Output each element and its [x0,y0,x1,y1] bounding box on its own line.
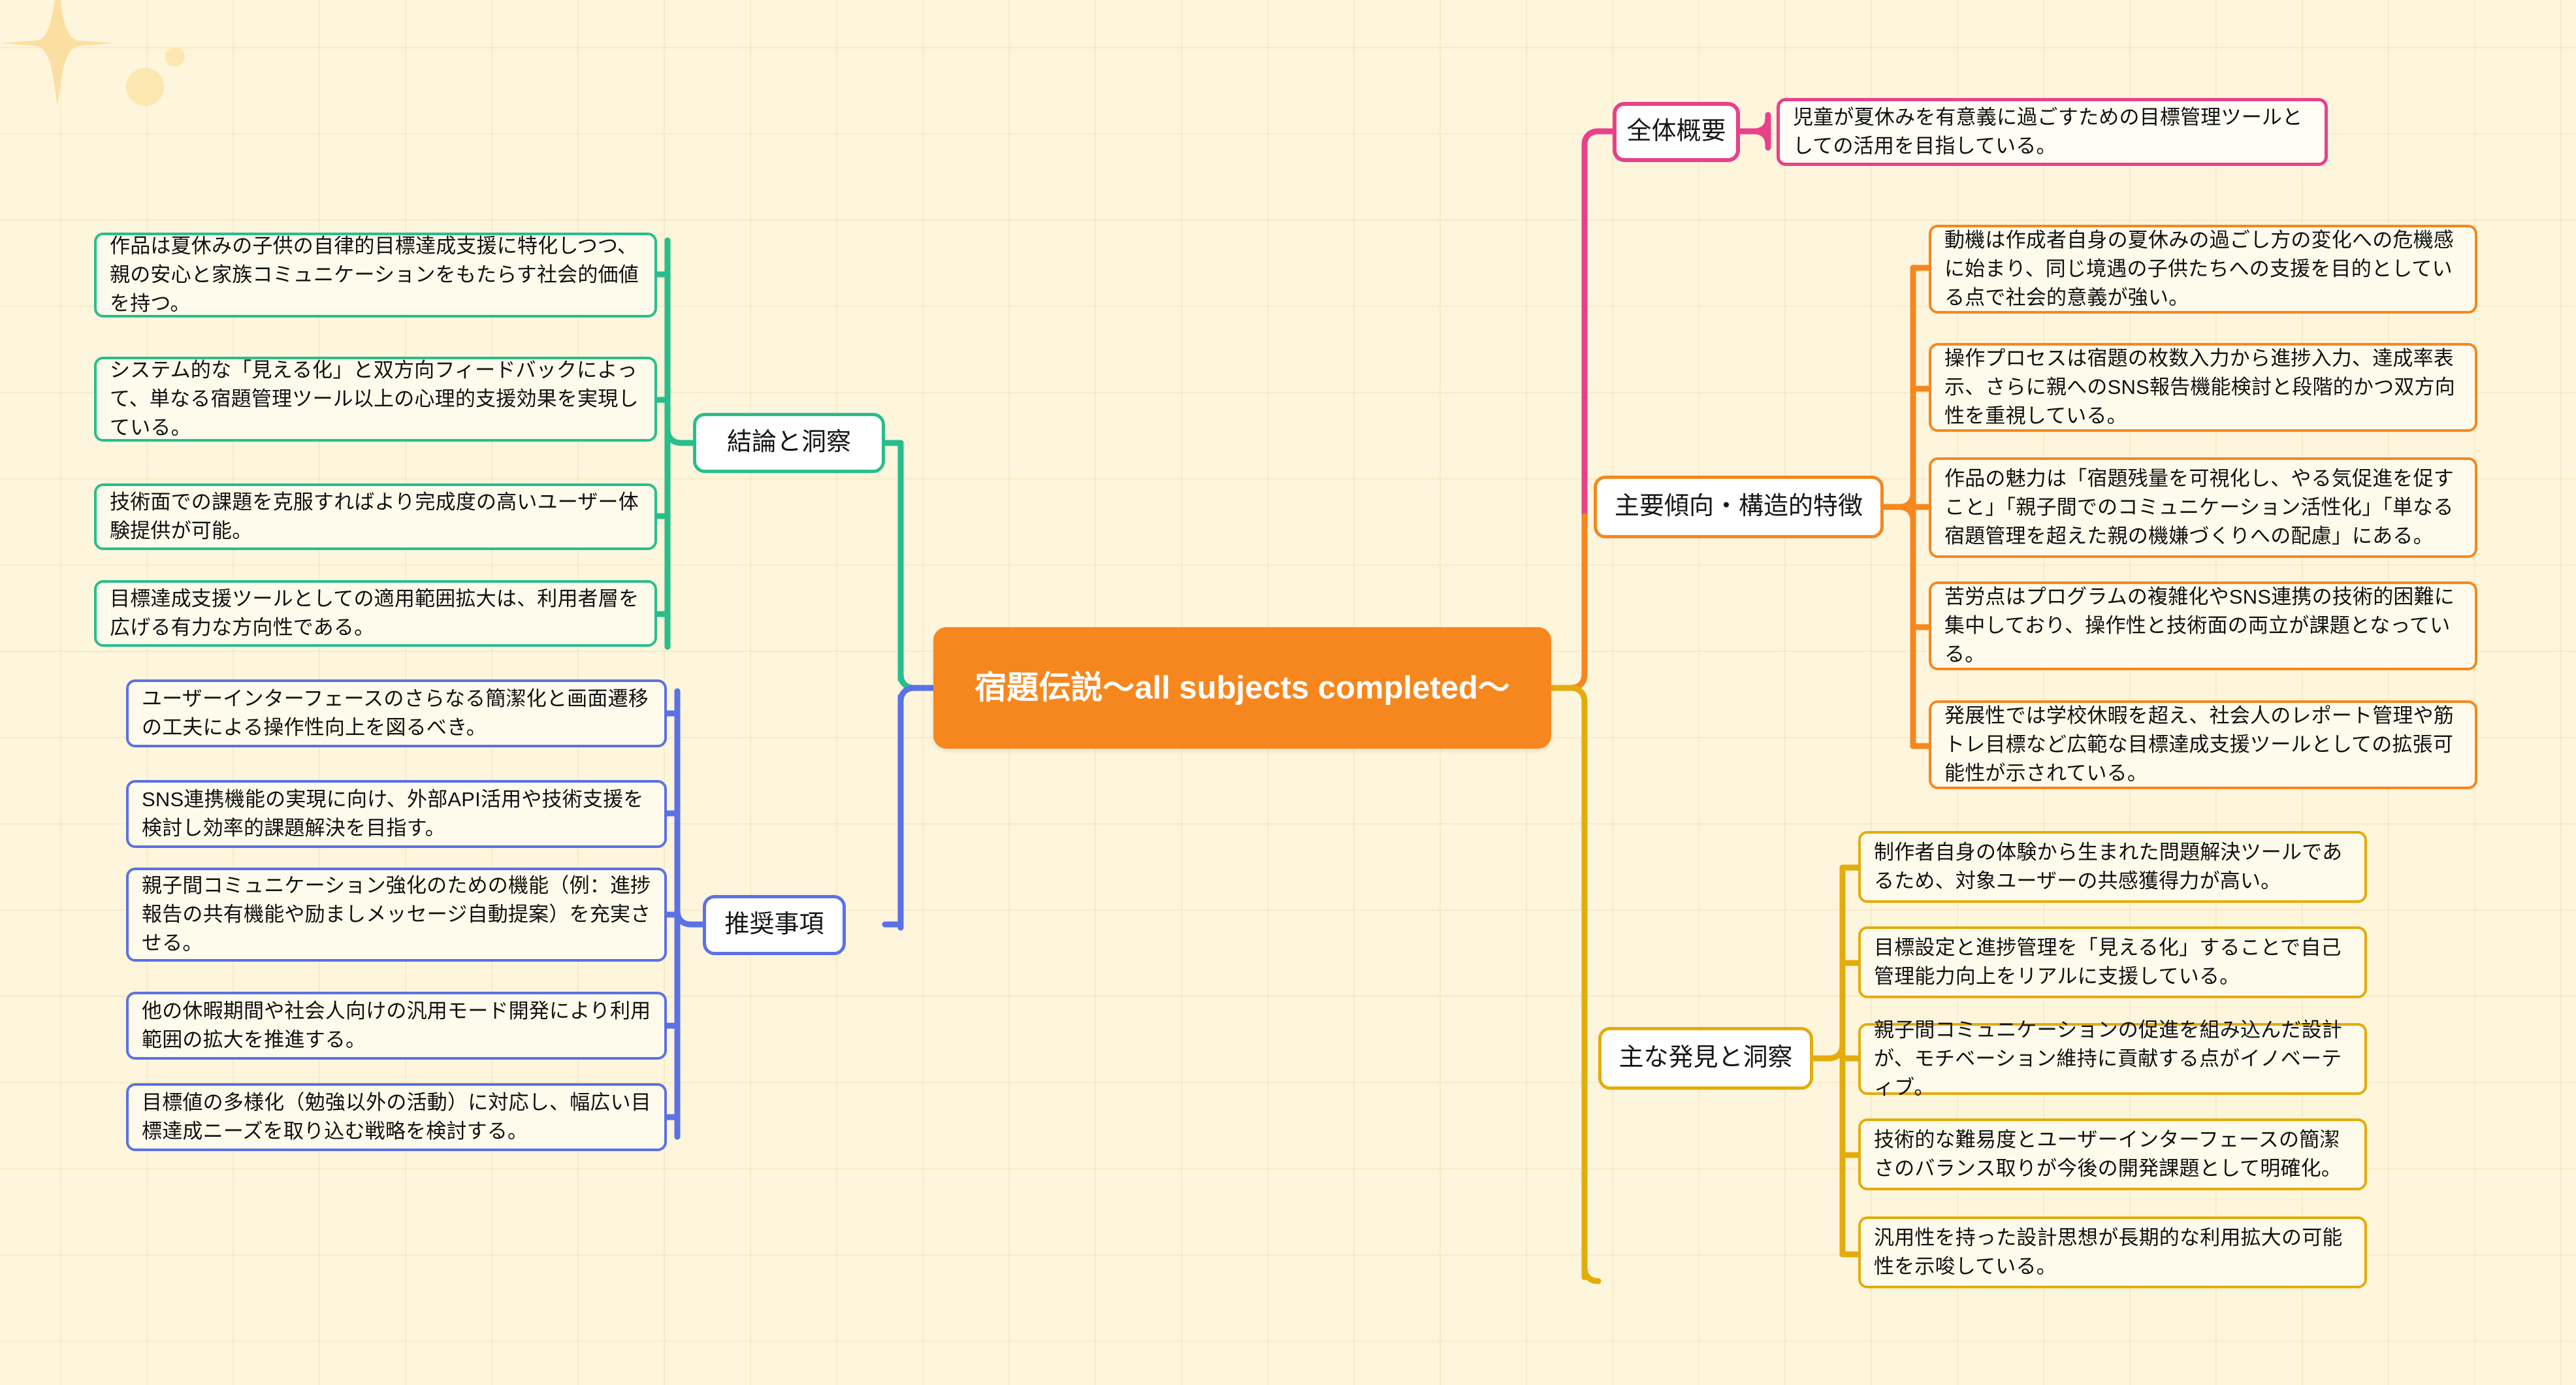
branch-label-overview: 全体概要 [1626,118,1726,146]
leaf-key-trends-1[interactable]: 動機は作成者自身の夏休みの過ごし方の変化への危機感に始まり、同じ境遇の子供たちへ… [1929,225,2477,314]
leaf-text: 作品は夏休みの子供の自律的目標達成支援に特化しつつ、親の安心と家族コミュニケーシ… [110,234,639,316]
branch-chip-conclusions[interactable]: 結論と洞察 [693,413,885,473]
root-label: 宿題伝説〜all subjects completed〜 [974,670,1510,706]
leaf-text: 目標値の多様化（勉強以外の活動）に対応し、幅広い目標達成ニーズを取り込む戦略を検… [142,1090,651,1143]
leaf-key-trends-4[interactable]: 苦労点はプログラムの複雑化やSNS連携の技術的困難に集中しており、操作性と技術面… [1929,581,2477,670]
leaf-text: 汎用性を持った設計思想が長期的な利用拡大の可能性を示唆している。 [1874,1226,2343,1278]
leaf-recommendations-1[interactable]: ユーザーインターフェースのさらなる簡潔化と画面遷移の工夫による操作性向上を図るべ… [126,679,667,747]
leaf-text: 作品の魅力は「宿題残量を可視化し、やる気促進を促すこと」「親子間でのコミュニケー… [1944,466,2454,548]
trunk-keyfindings-yellow [1548,685,1602,1284]
leaf-key-findings-3[interactable]: 親子間コミュニケーションの促進を組み込んだ設計が、モチベーション維持に貢献する点… [1858,1018,2367,1099]
leaf-text: 動機は作成者自身の夏休みの過ごし方の変化への危機感に始まり、同じ境遇の子供たちへ… [1944,228,2454,310]
leaf-text: ユーザーインターフェースのさらなる簡潔化と画面遷移の工夫による操作性向上を図るべ… [142,687,649,739]
branch-overview-pink [1737,113,1771,150]
leaf-text: 目標設定と進捗管理を「見える化」することで自己管理能力向上をリアルに支援している… [1874,936,2342,988]
leaf-text: 発展性では学校休暇を超え、社会人のレポート管理や筋トレ目標など広範な目標達成支援… [1944,704,2454,785]
leaf-key-findings-5[interactable]: 汎用性を持った設計思想が長期的な利用拡大の可能性を示唆している。 [1858,1216,2367,1288]
branch-chip-overview[interactable]: 全体概要 [1613,102,1740,162]
leaf-text: 制作者自身の体験から生まれた問題解決ツールであるため、対象ユーザーの共感獲得力が… [1874,840,2343,892]
leaf-text: 苦労点はプログラムの複雑化やSNS連携の技術的困難に集中しており、操作性と技術面… [1944,585,2455,666]
leaf-text: 技術面での課題を克服すればより完成度の高いユーザー体験提供が可能。 [110,490,639,542]
spine-keytrends-orange [1880,266,1916,748]
root-node[interactable]: 宿題伝説〜all subjects completed〜 [933,627,1551,749]
branch-label-key-findings: 主な発見と洞察 [1618,1044,1793,1072]
leaf-key-findings-1[interactable]: 制作者自身の体験から生まれた問題解決ツールであるため、対象ユーザーの共感獲得力が… [1858,831,2367,903]
leaf-key-findings-4[interactable]: 技術的な難易度とユーザーインターフェースの簡潔さのバランス取りが今後の開発課題と… [1858,1118,2367,1190]
leaf-text: 目標達成支援ツールとしての適用範囲拡大は、利用者層を広げる有力な方向性である。 [110,587,639,639]
leaf-recommendations-3[interactable]: 親子間コミュニケーション強化のための機能（例：進捗報告の共有機能や励ましメッセー… [126,868,667,962]
spine-conclusions-green [664,238,696,446]
leaf-text: 児童が夏休みを有意義に過ごすための目標管理ツールとしての活用を目指している。 [1793,105,2303,157]
leaf-text: システム的な「見える化」と双方向フィードバックによって、単なる宿題管理ツール以上… [110,358,639,440]
leaf-conclusions-3[interactable]: 技術面での課題を克服すればより完成度の高いユーザー体験提供が可能。 [94,483,657,550]
leaf-text: SNS連携機能の実現に向け、外部API活用や技術支援を検討し効率的課題解決を目指… [142,787,644,839]
branch-chip-key-trends[interactable]: 主要傾向・構造的特徴 [1594,476,1884,538]
branch-label-conclusions: 結論と洞察 [726,429,851,457]
spine-keyfindings-yellow [1810,866,1846,1062]
leaf-text: 操作プロセスは宿題の枚数入力から進捗入力、達成率表示、さらに親へのSNS報告機能… [1944,346,2455,428]
leaf-key-trends-3[interactable]: 作品の魅力は「宿題残量を可視化し、やる気促進を促すこと」「親子間でのコミュニケー… [1929,457,2477,558]
branch-chip-recommendations[interactable]: 推奨事項 [703,895,846,955]
spine-recommendations-blue [674,689,706,928]
trunk-recommendations-blue [897,685,937,928]
trunk-keytrends-orange [1548,513,1588,691]
leaf-text: 他の休暇期間や社会人向けの汎用モード開発により利用範囲の拡大を推進する。 [142,999,651,1051]
leaf-recommendations-2[interactable]: SNS連携機能の実現に向け、外部API活用や技術支援を検討し効率的課題解決を目指… [126,780,667,848]
leaf-recommendations-4[interactable]: 他の休暇期間や社会人向けの汎用モード開発により利用範囲の拡大を推進する。 [126,992,667,1060]
branch-label-recommendations: 推奨事項 [724,911,824,939]
trunk-conclusions-green [897,441,937,691]
leaf-conclusions-4[interactable]: 目標達成支援ツールとしての適用範囲拡大は、利用者層を広げる有力な方向性である。 [94,580,657,647]
leaf-overview-1[interactable]: 児童が夏休みを有意義に過ごすための目標管理ツールとしての活用を目指している。 [1777,98,2328,166]
leaf-key-trends-5[interactable]: 発展性では学校休暇を超え、社会人のレポート管理や筋トレ目標など広範な目標達成支援… [1929,700,2477,789]
leaf-conclusions-2[interactable]: システム的な「見える化」と双方向フィードバックによって、単なる宿題管理ツール以上… [94,357,657,442]
leaf-recommendations-5[interactable]: 目標値の多様化（勉強以外の活動）に対応し、幅広い目標達成ニーズを取り込む戦略を検… [126,1083,667,1151]
leaf-key-trends-2[interactable]: 操作プロセスは宿題の枚数入力から進捗入力、達成率表示、さらに親へのSNS報告機能… [1929,343,2477,432]
branch-label-key-trends: 主要傾向・構造的特徴 [1614,493,1863,521]
leaf-text: 技術的な難易度とユーザーインターフェースの簡潔さのバランス取りが今後の開発課題と… [1874,1128,2342,1180]
leaf-key-findings-2[interactable]: 目標設定と進捗管理を「見える化」することで自己管理能力向上をリアルに支援している… [1858,926,2367,998]
leaf-conclusions-1[interactable]: 作品は夏休みの子供の自律的目標達成支援に特化しつつ、親の安心と家族コミュニケーシ… [94,233,657,318]
branch-chip-key-findings[interactable]: 主な発見と洞察 [1598,1027,1813,1090]
leaf-text: 親子間コミュニケーションの促進を組み込んだ設計が、モチベーション維持に貢献する点… [1874,1018,2342,1100]
leaf-text: 親子間コミュニケーション強化のための機能（例：進捗報告の共有機能や励ましメッセー… [142,873,651,955]
